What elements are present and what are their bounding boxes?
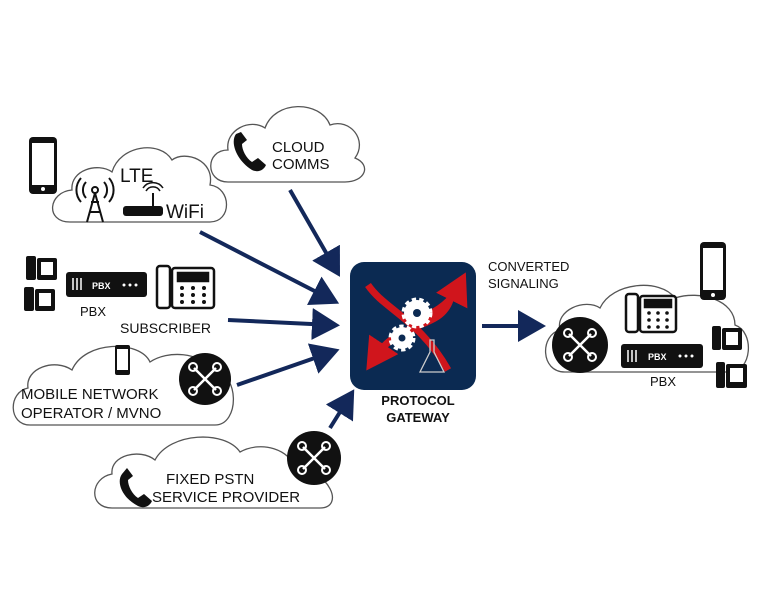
smartphone-icon [29,137,57,194]
cloud-comms-line2: COMMS [272,156,330,173]
desk-phone-icon [716,362,747,388]
desk-phone-icon [712,326,742,350]
office-phone-icon [155,264,216,310]
pbx-box-text: PBX [92,281,111,291]
mobile-network-cloud: MOBILE NETWORK OPERATOR / MVNO [12,345,234,426]
destination-cloud: PBX PBX [544,242,749,389]
signaling-label: SIGNALING [488,276,559,291]
wifi-router-icon [123,181,164,216]
protocol-gateway: PROTOCOL GATEWAY [350,262,476,425]
converted-label: CONVERTED [488,259,569,274]
arrow-subscriber-to-gateway [227,308,340,341]
gear-icon [401,297,433,329]
keypad-icon [647,311,669,329]
fixed-pstn-cloud: FIXED PSTN SERVICE PROVIDER [94,431,341,509]
mobile-line2: OPERATOR / MVNO [21,405,161,422]
smartphone-icon [700,242,726,300]
subscriber-label: SUBSCRIBER [120,320,211,336]
cloud-comms-cloud: CLOUD COMMS [210,106,366,183]
phone-handset-icon [233,132,266,172]
destination-pbx-label: PBX [650,374,676,389]
flask-icon [418,339,446,373]
pbx-box-icon: PBX [621,344,703,368]
keypad-icon [180,286,206,304]
desk-phone-icon [26,256,57,280]
pstn-line2: SERVICE PROVIDER [152,489,300,506]
gateway-line1: PROTOCOL [381,393,454,408]
pbx-box-icon: PBX [66,272,147,297]
network-node-icon [552,317,608,373]
lte-wifi-cloud: LTE WiFi [29,137,227,223]
network-node-icon [287,431,341,485]
pbx-box-text: PBX [648,352,667,362]
network-node-icon [179,353,231,405]
mobile-line1: MOBILE NETWORK [21,386,159,403]
arrow-pstn-to-gateway [325,389,355,430]
gear-icon [388,324,416,352]
cloud-comms-line1: CLOUD [272,139,325,156]
phone-handset-icon [119,468,152,508]
cell-tower-icon [75,177,115,223]
desk-phone-icon [24,287,55,311]
wifi-label: WiFi [166,202,204,223]
gateway-line2: GATEWAY [386,410,450,425]
pstn-line1: FIXED PSTN [166,471,254,488]
subscriber-pbx-label: PBX [80,304,106,319]
smartphone-icon [115,345,130,375]
lte-label: LTE [120,166,153,187]
arrow-cloud-comms-to-gateway [288,189,340,277]
arrow-lte-to-gateway [199,230,340,306]
arrow-mobile-to-gateway [236,343,340,387]
subscriber-group: PBX PBX SUBSCRIBER [24,256,216,336]
